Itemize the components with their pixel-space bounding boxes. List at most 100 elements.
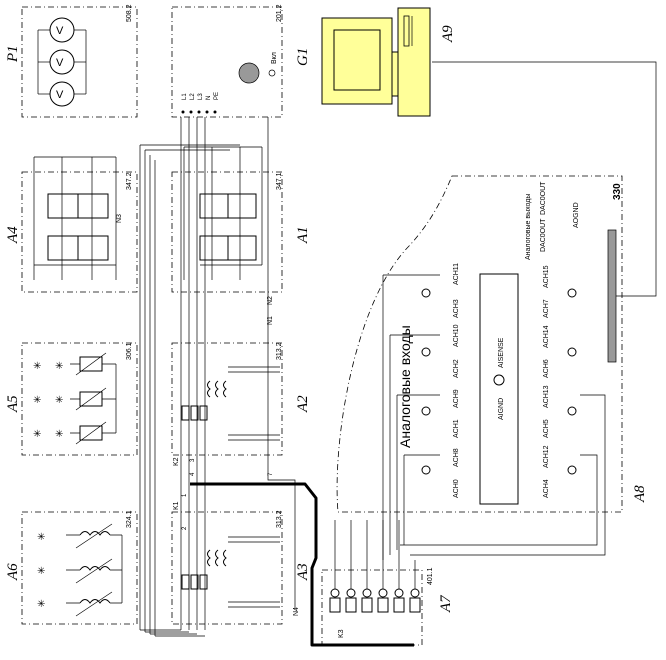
num-2: 2	[182, 526, 188, 530]
code-g1: 201.2	[276, 4, 283, 22]
label-a5: A5	[5, 395, 21, 413]
a7-sensors	[329, 520, 421, 613]
code-a7: 401.1	[427, 567, 434, 585]
code-p1: 508.2	[126, 4, 133, 22]
connector-bar	[607, 229, 617, 363]
voltmeter-icon: V	[38, 81, 86, 107]
star-icon: ✳	[37, 599, 45, 610]
current-sensor-icon	[361, 588, 373, 613]
sensors: 1 2 3 4 7	[139, 117, 296, 637]
code-a1: 347.1	[276, 172, 283, 190]
phase-l3: L3	[198, 93, 204, 100]
channel-ach7: ACH7	[543, 299, 550, 318]
code-a6: 324.1	[126, 510, 133, 528]
star-icon: ✳	[55, 395, 63, 406]
star-icon: ✳	[33, 429, 41, 440]
num-3: 3	[190, 458, 196, 462]
channel-ach12: ACH12	[543, 445, 550, 468]
indicator-icon	[268, 69, 276, 77]
label-a7: A7	[438, 594, 454, 613]
block-labels: P1 508.2 G1 201.2 Вкл A9 A4 347.2 N3 A1 …	[5, 4, 648, 638]
channel-ach10: ACH10	[453, 324, 460, 347]
star-icon: ✳	[37, 566, 45, 577]
output-dac1: DAC0OUT	[540, 181, 547, 215]
star-icon: ✳	[55, 361, 63, 372]
inductors: ✳ ✳ ✳	[37, 523, 123, 617]
label-aisense: AISENSE	[498, 337, 505, 368]
key-k3: K3	[338, 629, 345, 638]
a8-daq-board: Аналоговые входы Аналоговые выходы DAC0O…	[382, 61, 657, 560]
analog-outputs-title: Аналоговые выходы	[525, 194, 532, 260]
aignd-socket-icon	[493, 374, 505, 386]
node-n1: N1	[267, 316, 274, 325]
channel-ach3: ACH3	[453, 299, 460, 318]
output-aognd: AOGND	[573, 202, 580, 228]
current-sensor-icon	[345, 588, 357, 613]
voltmeter-icon: V	[38, 17, 86, 43]
power-knob-icon	[238, 62, 260, 84]
channel-ach6: ACH6	[543, 359, 550, 378]
inductor-icon	[75, 523, 113, 549]
resistor-icon	[75, 387, 107, 411]
g1-switch-label: Вкл	[271, 52, 278, 64]
label-a4: A4	[5, 226, 21, 244]
code-a2: 313.2	[276, 342, 283, 360]
thick-wire	[190, 482, 414, 647]
computer-icon	[321, 7, 431, 117]
phase-pe: PE	[214, 92, 220, 100]
transformer-icon	[199, 193, 257, 261]
current-sensor-icon	[329, 588, 341, 613]
channel-ach14: ACH14	[543, 325, 550, 348]
p1-voltmeters: V V V	[37, 17, 87, 107]
star-icon: ✳	[33, 395, 41, 406]
resistor-icon	[75, 421, 107, 445]
channel-ach13: ACH13	[543, 385, 550, 408]
key-k1: K1	[173, 501, 180, 510]
channel-ach0: ACH0	[453, 479, 460, 498]
inductor-icon	[75, 591, 113, 617]
star-icon: ✳	[33, 361, 41, 372]
svg-text:V: V	[56, 89, 64, 101]
voltmeter-icon: V	[38, 49, 86, 75]
channel-ach5: ACH5	[543, 419, 550, 438]
label-a1: A1	[295, 226, 311, 244]
svg-text:V: V	[56, 25, 64, 37]
analog-inputs-title: Аналоговые входы	[397, 325, 413, 448]
code-a4: 347.2	[126, 172, 133, 190]
inductor-icon	[75, 558, 113, 584]
code-a5: 306.1	[126, 342, 133, 360]
num-1: 1	[182, 493, 188, 497]
star-icon: ✳	[55, 429, 63, 440]
current-sensor-icon	[377, 588, 389, 613]
g1-source: L1 L2 L3 N PE	[181, 62, 276, 114]
label-aignd: AIGND	[498, 398, 505, 420]
star-icon: ✳	[37, 532, 45, 543]
transformer-icon	[47, 193, 109, 261]
label-g1: G1	[295, 48, 311, 66]
label-a9: A9	[440, 25, 456, 43]
key-k2: K2	[173, 457, 180, 466]
node-n4: N4	[293, 607, 300, 616]
channel-ach4: ACH4	[543, 479, 550, 498]
label-p1: P1	[5, 45, 21, 63]
current-sensor-icon	[409, 588, 421, 613]
output-dac0: DAC0OUT	[540, 218, 547, 252]
sockets	[421, 288, 577, 475]
label-a3: A3	[295, 563, 311, 581]
phase-l2: L2	[190, 93, 196, 100]
code-a3: 313.2	[276, 510, 283, 528]
resistors: ✳ ✳ ✳ ✳ ✳ ✳	[33, 352, 117, 445]
channel-ach1: ACH1	[453, 419, 460, 438]
channel-ach15: ACH15	[543, 265, 550, 288]
node-n3: N3	[116, 214, 123, 223]
label-a8: A8	[632, 485, 648, 503]
svg-text:V: V	[56, 57, 64, 69]
phase-l1: L1	[182, 93, 188, 100]
phase-n: N	[206, 96, 212, 100]
channel-ach9: ACH9	[453, 389, 460, 408]
label-a2: A2	[295, 395, 311, 413]
resistor-icon	[75, 352, 107, 376]
label-a6: A6	[5, 563, 21, 581]
channel-ach2: ACH2	[453, 359, 460, 378]
